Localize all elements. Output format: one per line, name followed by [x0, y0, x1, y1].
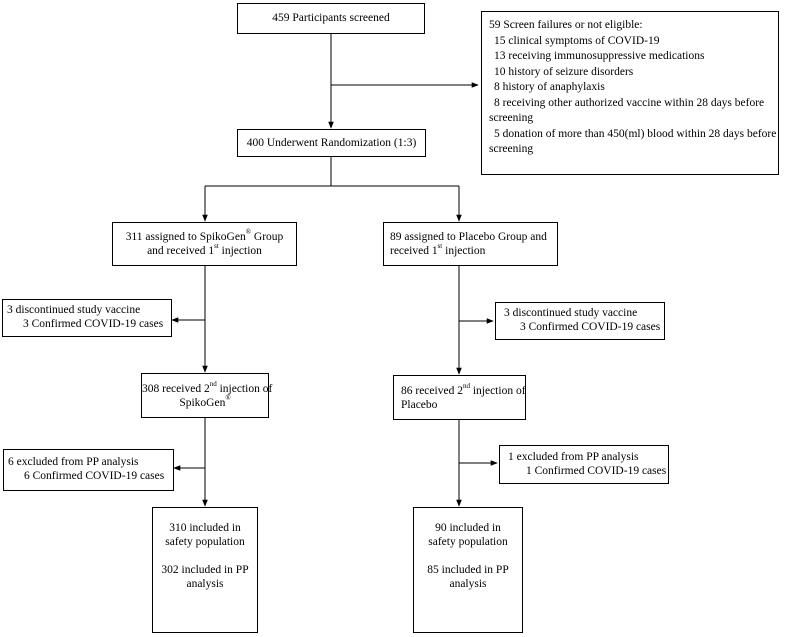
randomization-box: 400 Underwent Randomization (1:3) — [237, 129, 426, 157]
exclusion-item: 5 donation of more than 450(ml) blood wi… — [494, 127, 777, 140]
placebo-discontinued-box: 3 discontinued study vaccine 3 Confirmed… — [495, 302, 665, 340]
placebo-group-line1: 89 assigned to Placebo Group and — [390, 231, 547, 243]
placebo-discontinued-line2: 3 Confirmed COVID-19 cases — [520, 321, 661, 333]
randomization-text: 400 Underwent Randomization (1:3) — [246, 137, 417, 149]
placebo-second-line2: Placebo — [401, 399, 438, 411]
placebo-group-line2: received 1st injection — [390, 242, 486, 257]
exclusion-item: 8 receiving other authorized vaccine wit… — [494, 96, 765, 109]
spikogen-discontinued-line2: 3 Confirmed COVID-19 cases — [23, 318, 164, 330]
spikogen-final-box: 310 included in safety population 302 in… — [152, 507, 258, 633]
spikogen-safety-line2: safety population — [165, 536, 245, 548]
exclusions-title: 59 Screen failures or not eligible: — [489, 19, 643, 31]
spikogen-second-line2: SpikoGen® — [179, 394, 231, 409]
spikogen-discontinued-line1: 3 discontinued study vaccine — [7, 304, 141, 316]
spikogen-second-line1: 308 received 2nd injection of — [142, 380, 273, 395]
placebo-group-box: 89 assigned to Placebo Group and receive… — [383, 222, 558, 266]
spikogen-excluded-line1: 6 excluded from PP analysis — [8, 456, 139, 468]
exclusion-item-continued: screening — [489, 112, 534, 124]
placebo-excluded-box: 1 excluded from PP analysis 1 Confirmed … — [499, 445, 669, 484]
placebo-discontinued-line1: 3 discontinued study vaccine — [504, 307, 638, 319]
spikogen-group-box: 311 assigned to SpikoGen® Group and rece… — [112, 222, 297, 266]
exclusion-item: 8 history of anaphylaxis — [494, 81, 605, 93]
spikogen-excluded-box: 6 excluded from PP analysis 6 Confirmed … — [3, 449, 174, 491]
spikogen-safety-line1: 310 included in — [169, 522, 241, 534]
placebo-pp-line2: analysis — [449, 578, 487, 590]
spikogen-group-line2: and received 1st injection — [147, 242, 262, 257]
placebo-second-box: 86 received 2nd injection of Placebo — [393, 375, 526, 420]
spikogen-group-line1: 311 assigned to SpikoGen® Group — [125, 228, 284, 243]
placebo-pp-line1: 85 included in PP — [427, 564, 509, 576]
exclusion-item: 15 clinical symptoms of COVID-19 — [494, 34, 660, 47]
exclusions-box: 59 Screen failures or not eligible: 15 c… — [481, 11, 779, 175]
placebo-spacer — [414, 549, 522, 563]
placebo-excluded-line2: 1 Confirmed COVID-19 cases — [526, 465, 667, 477]
screened-text: 459 Participants screened — [272, 12, 390, 24]
spikogen-excluded-line2: 6 Confirmed COVID-19 cases — [24, 470, 165, 482]
spikogen-pp-line2: analysis — [186, 578, 224, 590]
placebo-safety-line2: safety population — [428, 536, 508, 548]
placebo-safety-line1: 90 included in — [435, 522, 501, 534]
spikogen-discontinued-box: 3 discontinued study vaccine 3 Confirmed… — [2, 299, 172, 337]
exclusion-item: 10 history of seizure disorders — [494, 65, 634, 78]
placebo-final-box: 90 included in safety population 85 incl… — [413, 507, 523, 633]
spikogen-second-box: 308 received 2nd injection of SpikoGen® — [141, 373, 273, 418]
placebo-excluded-line1: 1 excluded from PP analysis — [508, 451, 639, 463]
exclusion-item: 13 receiving immunosuppressive medicatio… — [494, 50, 705, 62]
spikogen-spacer — [153, 549, 257, 563]
spikogen-pp-line1: 302 included in PP — [161, 564, 249, 576]
placebo-second-line1: 86 received 2nd injection of — [401, 382, 526, 397]
screened-box: 459 Participants screened — [237, 3, 425, 34]
exclusion-item-continued: screening — [489, 143, 534, 155]
